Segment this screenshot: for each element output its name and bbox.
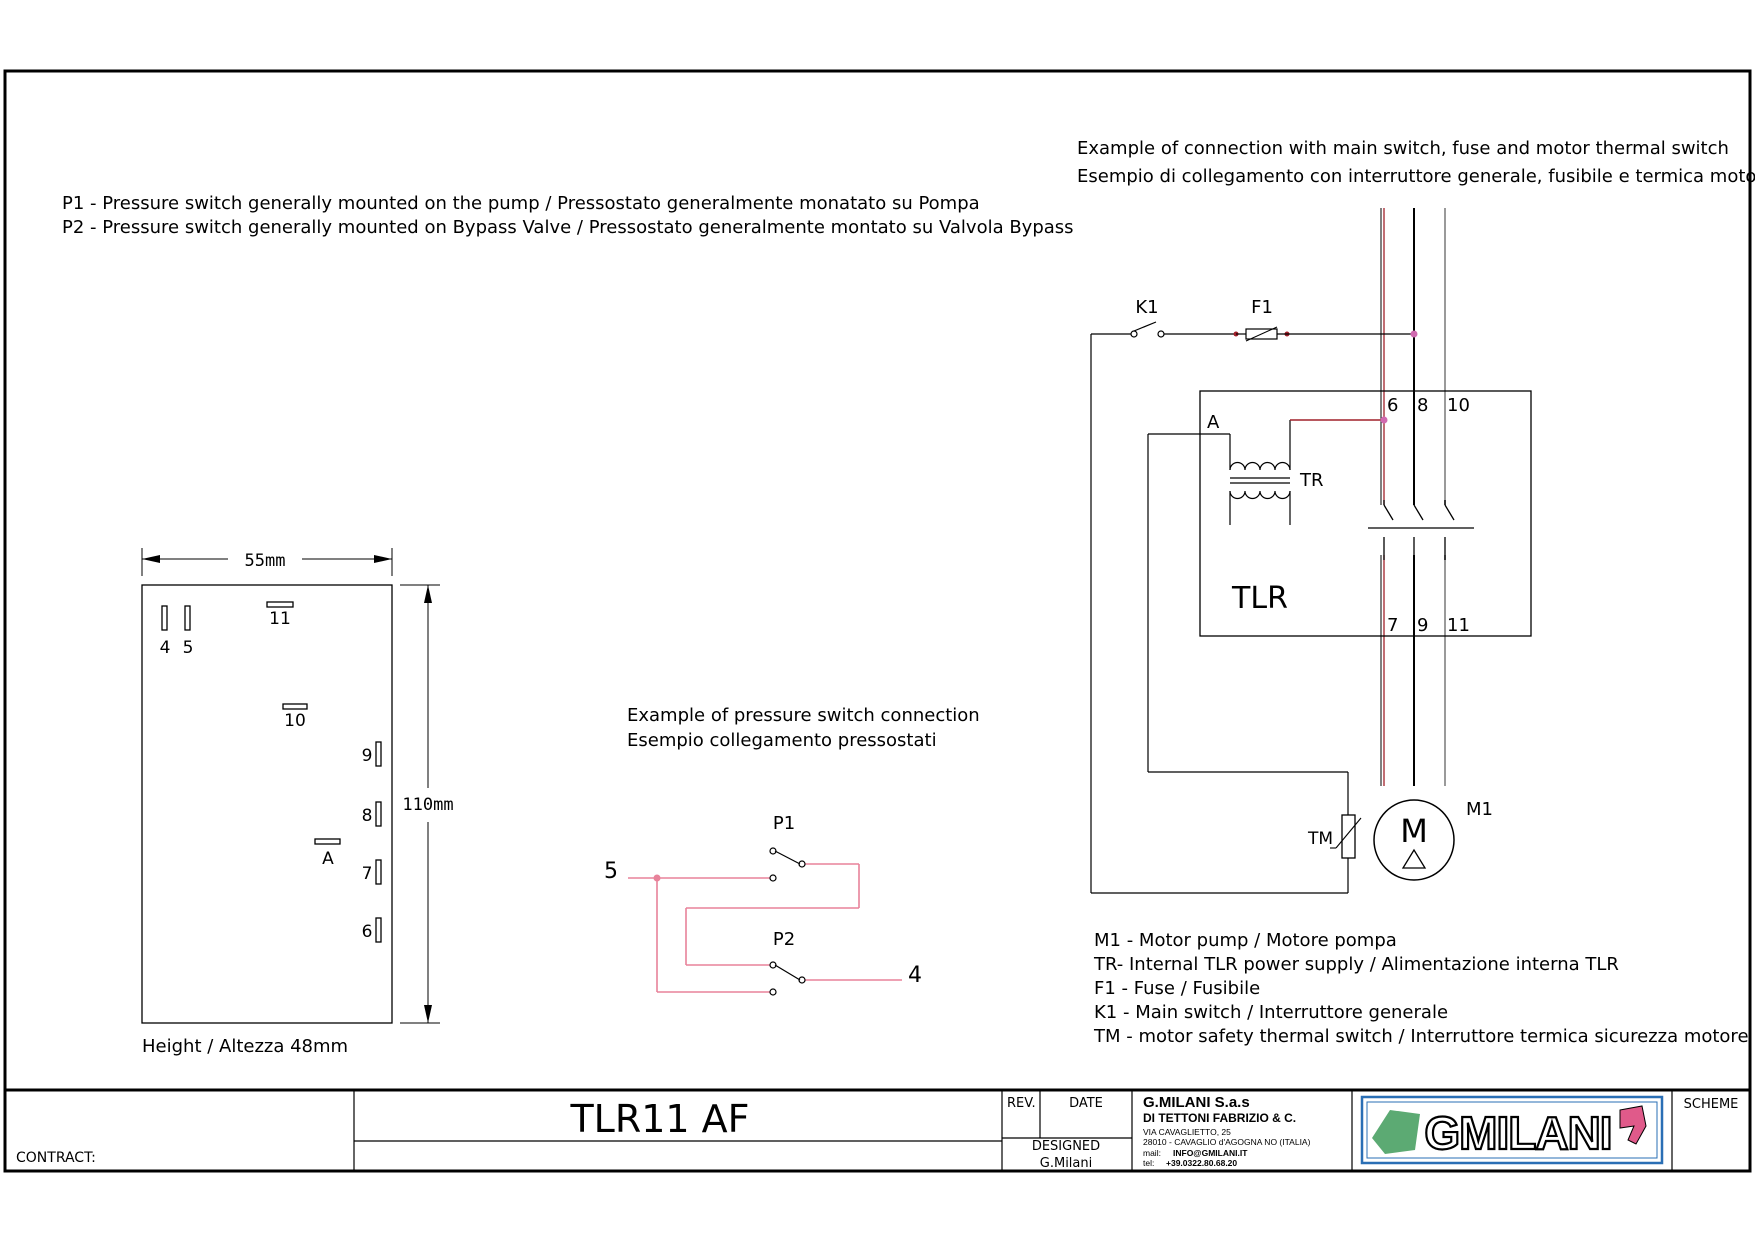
motor-symbol: M — [1400, 812, 1428, 850]
tlr-box — [1199, 390, 1532, 637]
terminal-5 — [184, 605, 191, 631]
company-address-1: VIA CAVAGLIETTO, 25 — [1143, 1127, 1231, 1137]
svg-text:K1 - Main switch / Interruttor: K1 - Main switch / Interruttore generale — [1094, 1002, 1448, 1023]
svg-text:9: 9 — [362, 746, 373, 766]
svg-text:6: 6 — [362, 922, 373, 942]
terminal-11 — [266, 601, 294, 608]
company-subname: DI TETTONI FABRIZIO & C. — [1143, 1111, 1296, 1125]
connection-example-title: Example of connection with main switch, … — [1077, 138, 1729, 159]
input-terminal-5: 5 — [604, 859, 618, 884]
tel-label: tel: — [1143, 1158, 1154, 1168]
p1-label: P1 — [773, 813, 795, 834]
connection-example-subtitle: Esempio di collegamento con interruttore… — [1077, 166, 1755, 187]
sheet-frame — [3, 69, 1752, 1173]
svg-text:7: 7 — [1387, 615, 1398, 636]
junction-dot — [653, 874, 661, 882]
svg-text:8: 8 — [362, 806, 373, 826]
pressure-example-title: Example of pressure switch connection — [627, 705, 980, 726]
output-terminal-4: 4 — [908, 963, 922, 988]
f1-label: F1 — [1251, 297, 1273, 318]
tr-label: TR — [1299, 470, 1324, 491]
svg-text:6: 6 — [1387, 395, 1398, 416]
tm-label: TM — [1307, 829, 1333, 849]
svg-text:10: 10 — [284, 711, 306, 731]
company-address-2: 28010 - CAVAGLIO d'AGOGNA NO (ITALIA) — [1143, 1137, 1311, 1147]
mail-label: mail: — [1143, 1148, 1161, 1158]
svg-text:F1 - Fuse / Fusibile: F1 - Fuse / Fusibile — [1094, 978, 1260, 999]
transformer-tr — [1229, 420, 1291, 525]
device-outline — [141, 584, 393, 1024]
terminal-10 — [282, 703, 308, 710]
svg-text:7: 7 — [362, 864, 373, 884]
width-dimension: 55mm — [245, 551, 286, 571]
svg-text:4: 4 — [160, 638, 171, 658]
note-p2: P2 - Pressure switch generally mounted o… — [62, 217, 1074, 238]
drawing-title: TLR11 AF — [569, 1097, 749, 1141]
junction-dot — [1410, 330, 1418, 338]
motor-m1 — [1373, 799, 1455, 881]
note-p1: P1 - Pressure switch generally mounted o… — [62, 193, 980, 214]
legend: M1 - Motor pump / Motore pompa TR- Inter… — [1093, 930, 1749, 1047]
terminal-9 — [375, 741, 382, 767]
svg-text:TR- Internal TLR power supply: TR- Internal TLR power supply / Alimenta… — [1093, 954, 1619, 975]
company-name: G.MILANI S.a.s — [1143, 1094, 1250, 1111]
designed-label: DESIGNED — [1032, 1139, 1100, 1154]
junction-dot — [1380, 416, 1388, 424]
svg-text:10: 10 — [1447, 395, 1470, 416]
company-tel: +39.0322.80.68.20 — [1166, 1158, 1237, 1168]
terminal-6 — [375, 917, 382, 943]
m1-label: M1 — [1466, 799, 1493, 820]
rev-label: REV. — [1007, 1096, 1036, 1111]
thermal-switch-tm — [1341, 814, 1356, 859]
pump-graphic-icon — [1372, 1110, 1420, 1154]
company-mail: INFO@GMILANI.IT — [1173, 1148, 1248, 1158]
spray-gun-icon — [1619, 1105, 1647, 1145]
company-logo: GMILANI — [1360, 1095, 1664, 1165]
connection-schematic: K1 F1 TLR A TR 6 8 10 — [1090, 208, 1532, 894]
svg-text:11: 11 — [1447, 615, 1470, 636]
terminal-a — [314, 838, 341, 845]
svg-text:A: A — [322, 849, 334, 869]
svg-text:TM - motor safety thermal swit: TM - motor safety thermal switch / Inter… — [1093, 1026, 1749, 1047]
date-label: DATE — [1069, 1096, 1103, 1111]
svg-text:5: 5 — [183, 638, 194, 658]
k1-contact — [1130, 330, 1138, 338]
terminal-7 — [375, 859, 382, 885]
terminal-8 — [375, 801, 382, 827]
svg-text:8: 8 — [1417, 395, 1428, 416]
svg-text:11: 11 — [269, 609, 291, 629]
title-block: CONTRACT: TLR11 AF REV. DATE DESIGNED G.… — [5, 1088, 1750, 1171]
contract-label: CONTRACT: — [16, 1150, 96, 1166]
designer-name: G.Milani — [1040, 1156, 1092, 1171]
terminal-4 — [161, 605, 168, 631]
scheme-label: SCHEME — [1684, 1097, 1739, 1112]
height-dimension: 110mm — [402, 795, 453, 815]
tlr-label: TLR — [1231, 581, 1288, 616]
k1-label: K1 — [1135, 297, 1158, 318]
dimension-drawing: 55mm 110mm 4 5 11 10 9 8 A 7 6 Height / … — [141, 548, 454, 1057]
depth-note: Height / Altezza 48mm — [142, 1036, 348, 1057]
logo-text: GMILANI — [1424, 1107, 1611, 1159]
terminal-a-label: A — [1207, 412, 1220, 433]
pressure-switch-example: Example of pressure switch connection Es… — [604, 705, 980, 996]
pressure-example-subtitle: Esempio collegamento pressostati — [627, 730, 937, 751]
svg-text:9: 9 — [1417, 615, 1428, 636]
svg-text:M1 - Motor pump / Motore pompa: M1 - Motor pump / Motore pompa — [1094, 930, 1397, 951]
p2-label: P2 — [773, 929, 795, 950]
